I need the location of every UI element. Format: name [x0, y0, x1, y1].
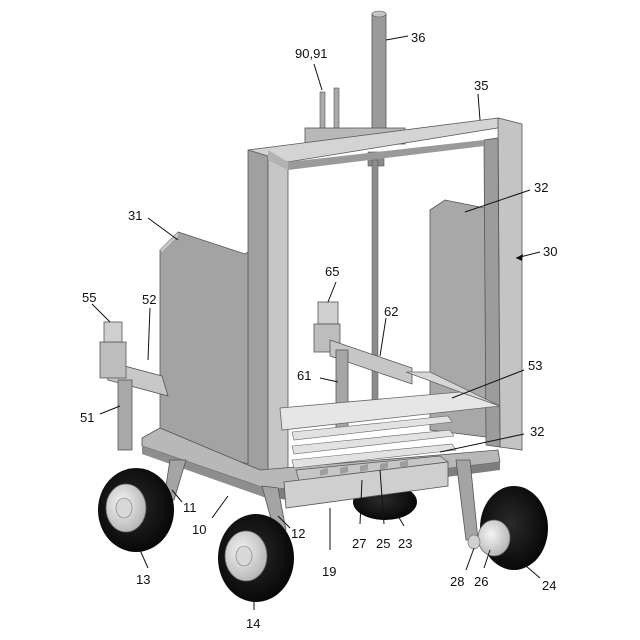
wheel-24	[468, 486, 548, 570]
label-30: 30	[543, 244, 557, 259]
label-19: 19	[322, 564, 336, 579]
label-11: 11	[183, 500, 197, 515]
label-13: 13	[136, 572, 150, 587]
label-53: 53	[528, 358, 542, 373]
label-25: 25	[376, 536, 390, 551]
label-32-lower: 32	[530, 424, 544, 439]
label-24: 24	[542, 578, 556, 593]
label-28: 28	[450, 574, 464, 589]
wheel-14	[218, 514, 294, 602]
label-62: 62	[384, 304, 398, 319]
label-26: 26	[474, 574, 488, 589]
label-27: 27	[352, 536, 366, 551]
wheel-13	[98, 468, 174, 552]
label-51: 51	[80, 410, 94, 425]
label-12: 12	[291, 526, 305, 541]
label-14: 14	[246, 616, 260, 631]
label-36: 36	[411, 30, 425, 45]
label-31: 31	[128, 208, 142, 223]
rod-36	[368, 11, 386, 410]
side-panel-31	[160, 232, 252, 465]
label-35: 35	[474, 78, 488, 93]
label-23: 23	[398, 536, 412, 551]
label-52: 52	[142, 292, 156, 307]
label-32-upper: 32	[534, 180, 548, 195]
label-65: 65	[325, 264, 339, 279]
label-61: 61	[297, 368, 311, 383]
label-55: 55	[82, 290, 96, 305]
label-10: 10	[192, 522, 206, 537]
label-90-91: 90,91	[295, 46, 328, 61]
